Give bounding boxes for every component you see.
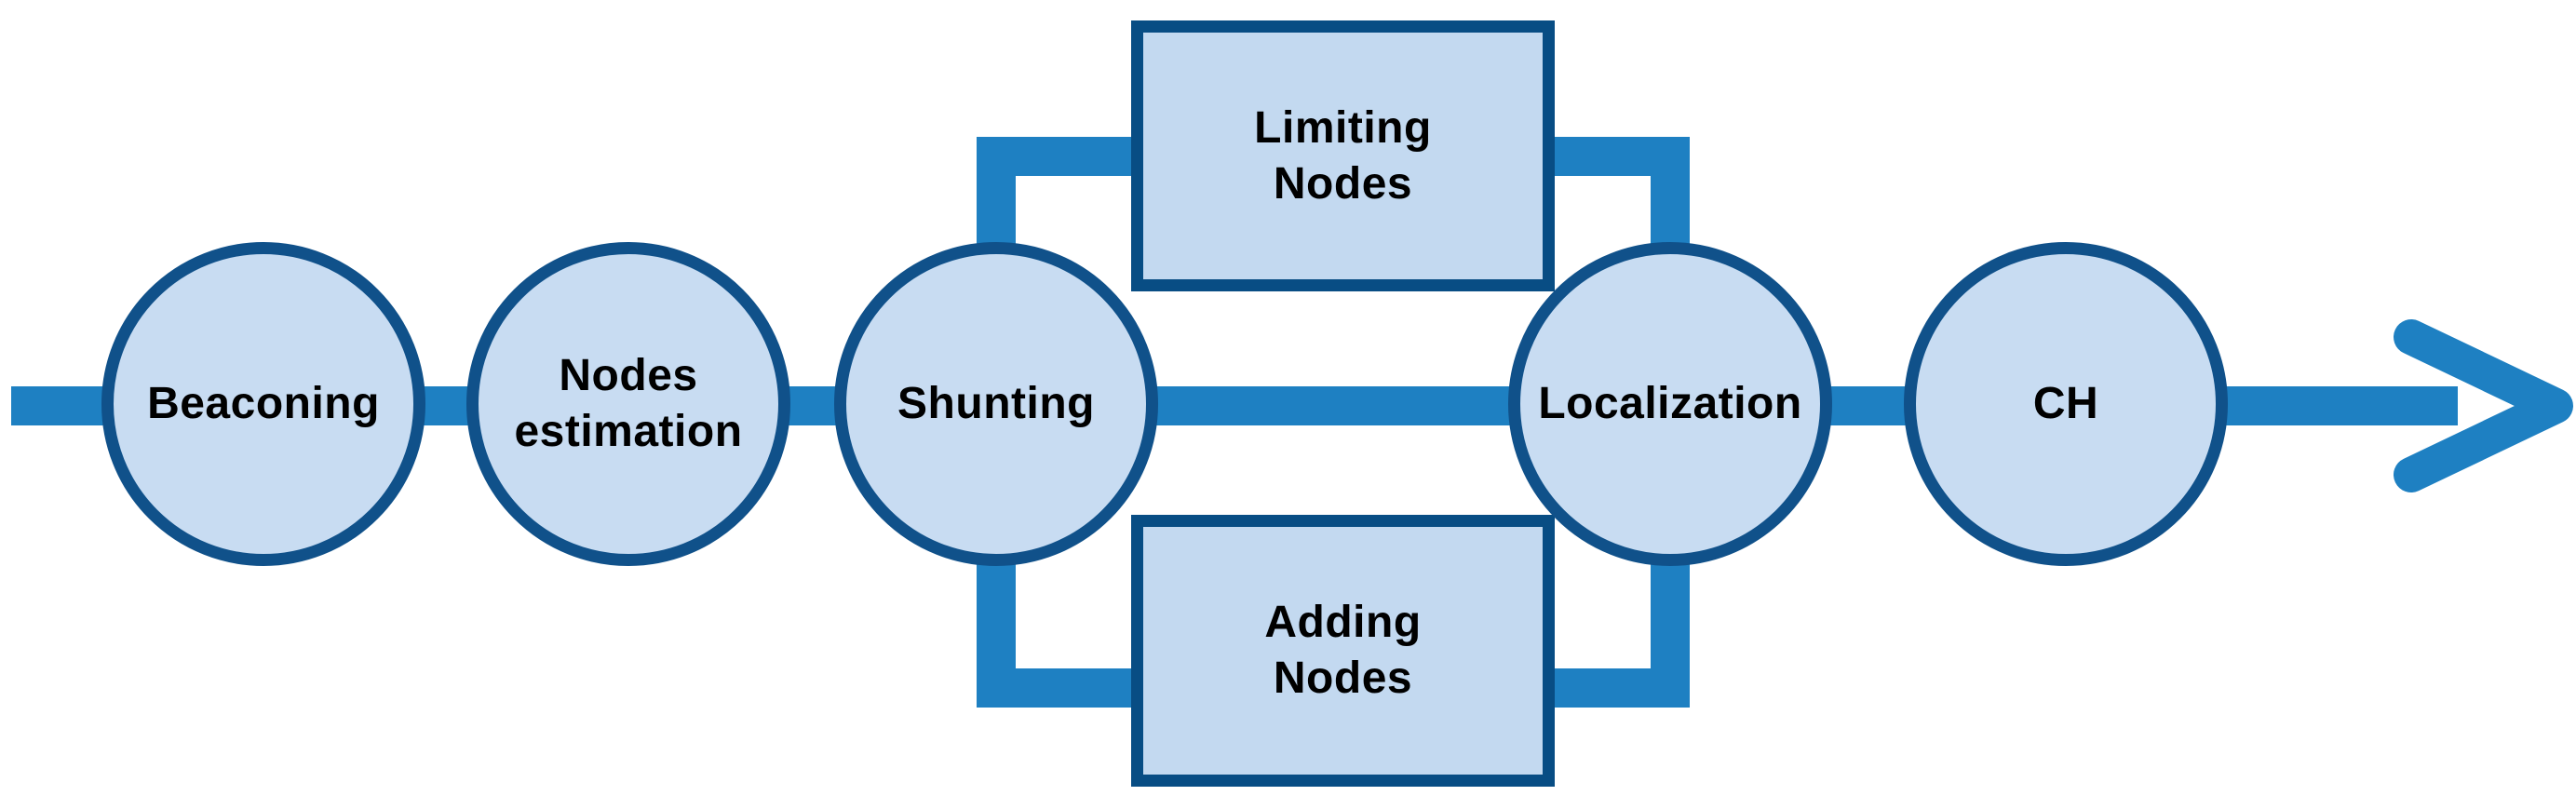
node-beaconing: Beaconing (101, 242, 425, 566)
node-label: Beaconing (147, 379, 380, 428)
node-label: Shunting (897, 379, 1095, 428)
top-branch-left-vertical-line (977, 137, 1016, 251)
flow-arrow-icon (2394, 319, 2573, 492)
node-localization: Localization (1508, 242, 1832, 566)
branch-box-label: Adding Nodes (1264, 598, 1422, 703)
node-ch: CH (1904, 242, 2228, 566)
bottom-branch-right-vertical-line (1651, 557, 1690, 708)
node-nodes-estimation: Nodes estimation (466, 242, 790, 566)
node-label: Nodes estimation (514, 351, 743, 456)
bottom-branch-left-vertical-line (977, 557, 1016, 708)
top-branch-right-vertical-line (1651, 137, 1690, 251)
node-label: Localization (1538, 379, 1802, 428)
branch-box-adding-nodes: Adding Nodes (1131, 515, 1555, 787)
branch-box-limiting-nodes: Limiting Nodes (1131, 20, 1555, 291)
branch-box-label: Limiting Nodes (1254, 102, 1432, 209)
node-label: CH (2032, 379, 2099, 428)
node-shunting: Shunting (834, 242, 1158, 566)
